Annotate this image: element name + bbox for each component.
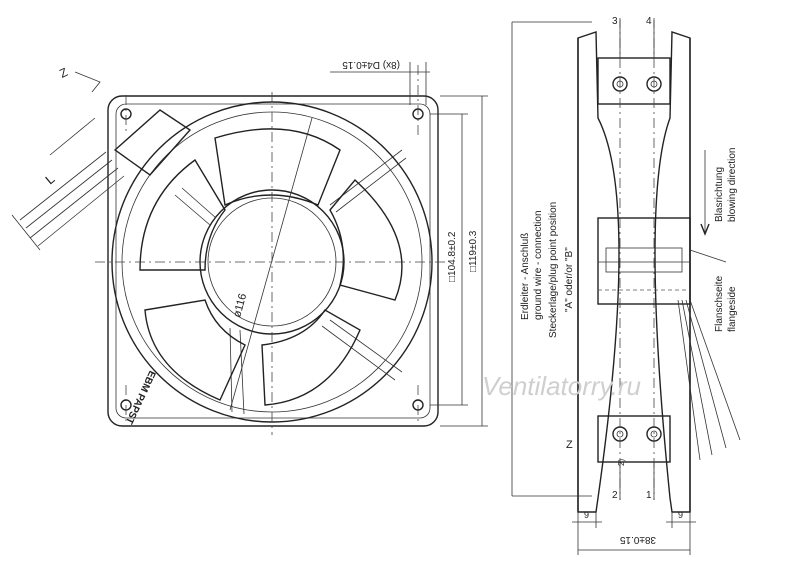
side-z-label: Z bbox=[566, 439, 573, 451]
side-cables bbox=[677, 299, 741, 461]
dim-diameter: ø116 bbox=[231, 292, 249, 319]
watermark: Ventilatorry.ru bbox=[482, 371, 641, 401]
side-view: 3 4 2 1 Z 2) 9 9 38±0.15 Erdleiter - Ans… bbox=[511, 16, 741, 555]
ground-wire-de: Erdleiter - Anschluß bbox=[520, 233, 531, 320]
front-z-label: Z bbox=[57, 65, 70, 81]
cable-bundle bbox=[19, 151, 125, 247]
plug-a-b-label: "A" oder/or "B" bbox=[564, 247, 575, 312]
callout-2-note: 2) bbox=[617, 459, 626, 466]
flangeside-de: Flanschseite bbox=[714, 275, 725, 332]
strut-3 bbox=[321, 319, 403, 381]
flange-top bbox=[597, 57, 671, 105]
connector-block bbox=[113, 109, 192, 176]
blow-direction-de: Blasrichtung bbox=[714, 167, 725, 222]
dim-square-outer: □119±0.3 bbox=[468, 230, 479, 272]
motor-body bbox=[597, 217, 691, 305]
housing-inner bbox=[115, 103, 431, 419]
strut-4 bbox=[229, 327, 245, 415]
flange-bottom bbox=[597, 415, 671, 463]
strut-1 bbox=[174, 187, 217, 226]
ground-wire-en: ground wire - connection bbox=[533, 210, 544, 320]
callout-3: 3 bbox=[612, 16, 618, 27]
callout-4: 4 bbox=[646, 16, 652, 27]
hole-dim-label: (8x) D4±0.15 bbox=[342, 59, 400, 70]
callout-2: 2 bbox=[612, 490, 618, 501]
blade-4 bbox=[144, 299, 246, 401]
logo-text: EBM PAPST bbox=[123, 369, 157, 426]
blade-2 bbox=[329, 178, 403, 301]
flangeside-en: flangeside bbox=[727, 286, 738, 332]
dim-depth: 38±0.15 bbox=[619, 534, 656, 545]
cable-length-label: L bbox=[42, 171, 57, 187]
dim-left-9: 9 bbox=[584, 510, 589, 520]
dim-square-inner: □104.8±0.2 bbox=[447, 231, 458, 282]
blade-3 bbox=[261, 309, 361, 406]
side-outline bbox=[577, 31, 620, 513]
front-view: L Z (8x) D4±0.15 □104.8±0.2 □119±0.3 ø11… bbox=[11, 59, 488, 435]
blow-direction-en: blowing direction bbox=[727, 148, 738, 223]
plug-position-label: Steckerlage/plug point position bbox=[548, 202, 559, 338]
callout-1: 1 bbox=[646, 490, 652, 501]
housing-outer bbox=[107, 95, 439, 427]
blade-5 bbox=[139, 158, 226, 271]
blade-1 bbox=[214, 128, 341, 207]
dim-right-9: 9 bbox=[678, 510, 683, 520]
